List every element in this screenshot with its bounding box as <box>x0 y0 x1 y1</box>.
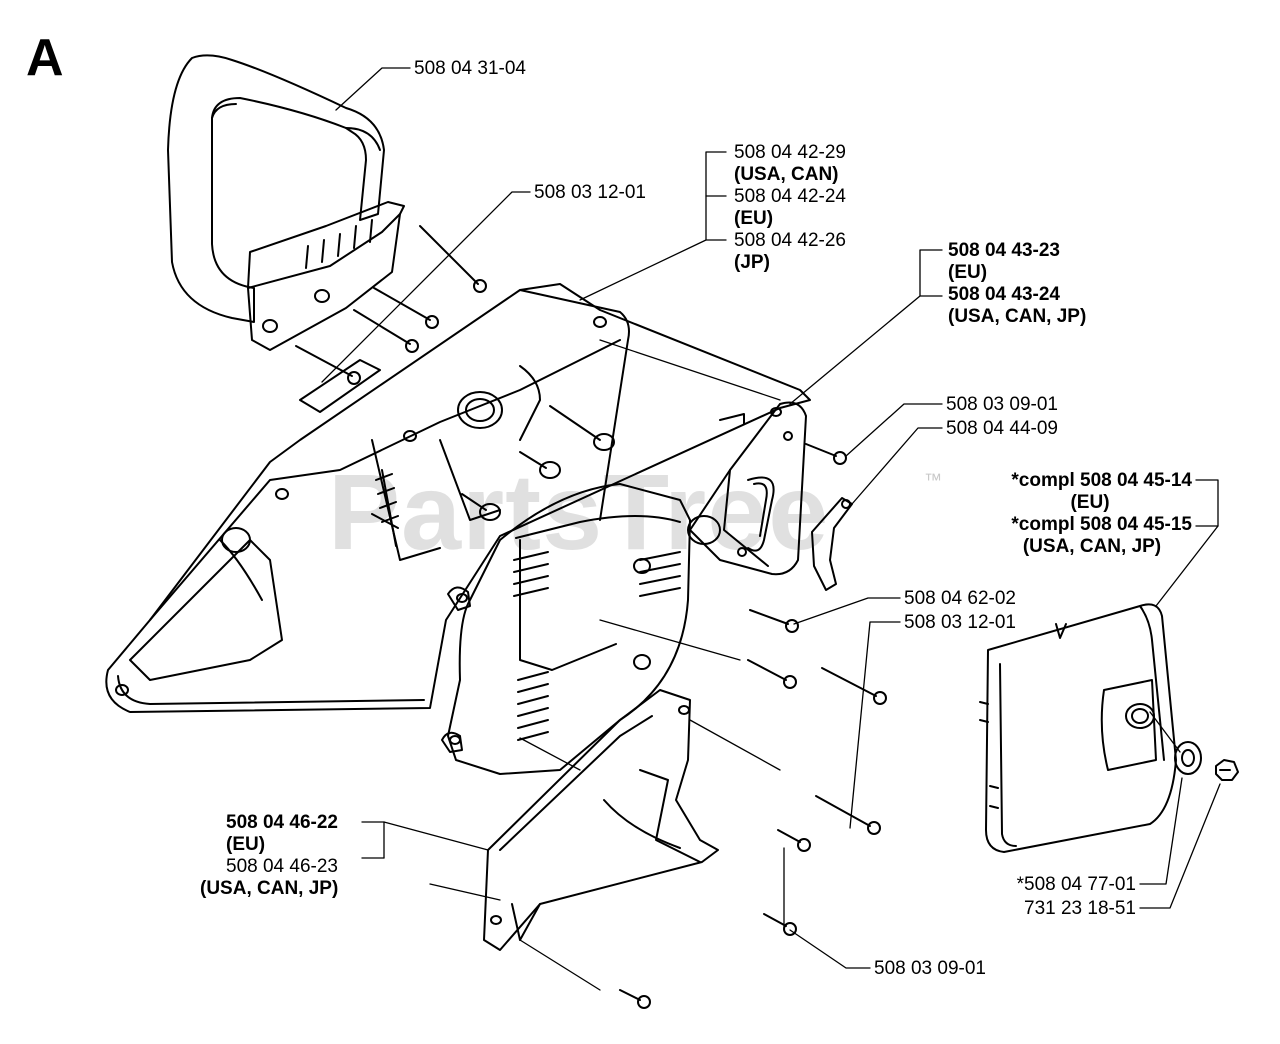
label-housing-3: 508 04 42-26 <box>734 230 846 251</box>
guard-screws <box>619 829 811 1009</box>
label-motor-screws: 508 04 62-02 <box>904 588 1016 609</box>
washer-and-nut <box>1174 741 1239 781</box>
watermark: PartsTree <box>328 451 830 572</box>
label-nut: 731 23 18-51 <box>1024 898 1136 919</box>
motor-screws <box>747 609 887 835</box>
label-bracket: 508 04 44-09 <box>946 418 1058 439</box>
label-inner-1: 508 04 43-23 <box>948 240 1060 261</box>
label-guard-2-region: (USA, CAN, JP) <box>200 878 339 899</box>
label-washer: *508 04 77-01 <box>1016 874 1136 895</box>
handle-screws <box>295 225 487 385</box>
label-handle-screws: 508 03 12-01 <box>534 182 646 203</box>
label-guard-2: 508 04 46-23 <box>226 856 338 877</box>
label-handle: 508 04 31-04 <box>414 58 526 79</box>
watermark-trademark: ™ <box>924 470 942 490</box>
label-guard-1-region: (EU) <box>226 834 266 855</box>
label-inner-1-region: (EU) <box>948 262 988 283</box>
label-housing-3-region: (JP) <box>734 252 770 273</box>
label-inner-2-region: (USA, CAN, JP) <box>948 306 1087 327</box>
label-cover-1: *compl 508 04 45-14 <box>1011 470 1192 491</box>
label-screw-top: 508 03 09-01 <box>946 394 1058 415</box>
label-cover-2: *compl 508 04 45-15 <box>1011 514 1192 535</box>
rear-handle <box>167 54 405 351</box>
side-cover <box>979 603 1177 853</box>
main-housing <box>105 283 811 713</box>
label-housing-2: 508 04 42-24 <box>734 186 846 207</box>
label-housing-1-region: (USA, CAN) <box>734 164 839 185</box>
lower-guard <box>483 689 719 951</box>
section-letter: A <box>26 29 64 87</box>
label-housing-1: 508 04 42-29 <box>734 142 846 163</box>
label-inner-2: 508 04 43-24 <box>948 284 1060 305</box>
inner-plate <box>687 401 807 576</box>
motor-housing <box>441 483 691 775</box>
label-guard-1: 508 04 46-22 <box>226 812 338 833</box>
label-housing-2-region: (EU) <box>734 208 774 229</box>
label-long-screws: 508 03 12-01 <box>904 612 1016 633</box>
plate-screws <box>805 443 847 465</box>
label-screw-bottom: 508 03 09-01 <box>874 958 986 979</box>
leader-lines <box>321 67 1221 991</box>
label-cover-1-region: (EU) <box>1070 492 1110 513</box>
label-cover-2-region: (USA, CAN, JP) <box>1022 536 1162 557</box>
bracket <box>811 497 853 591</box>
